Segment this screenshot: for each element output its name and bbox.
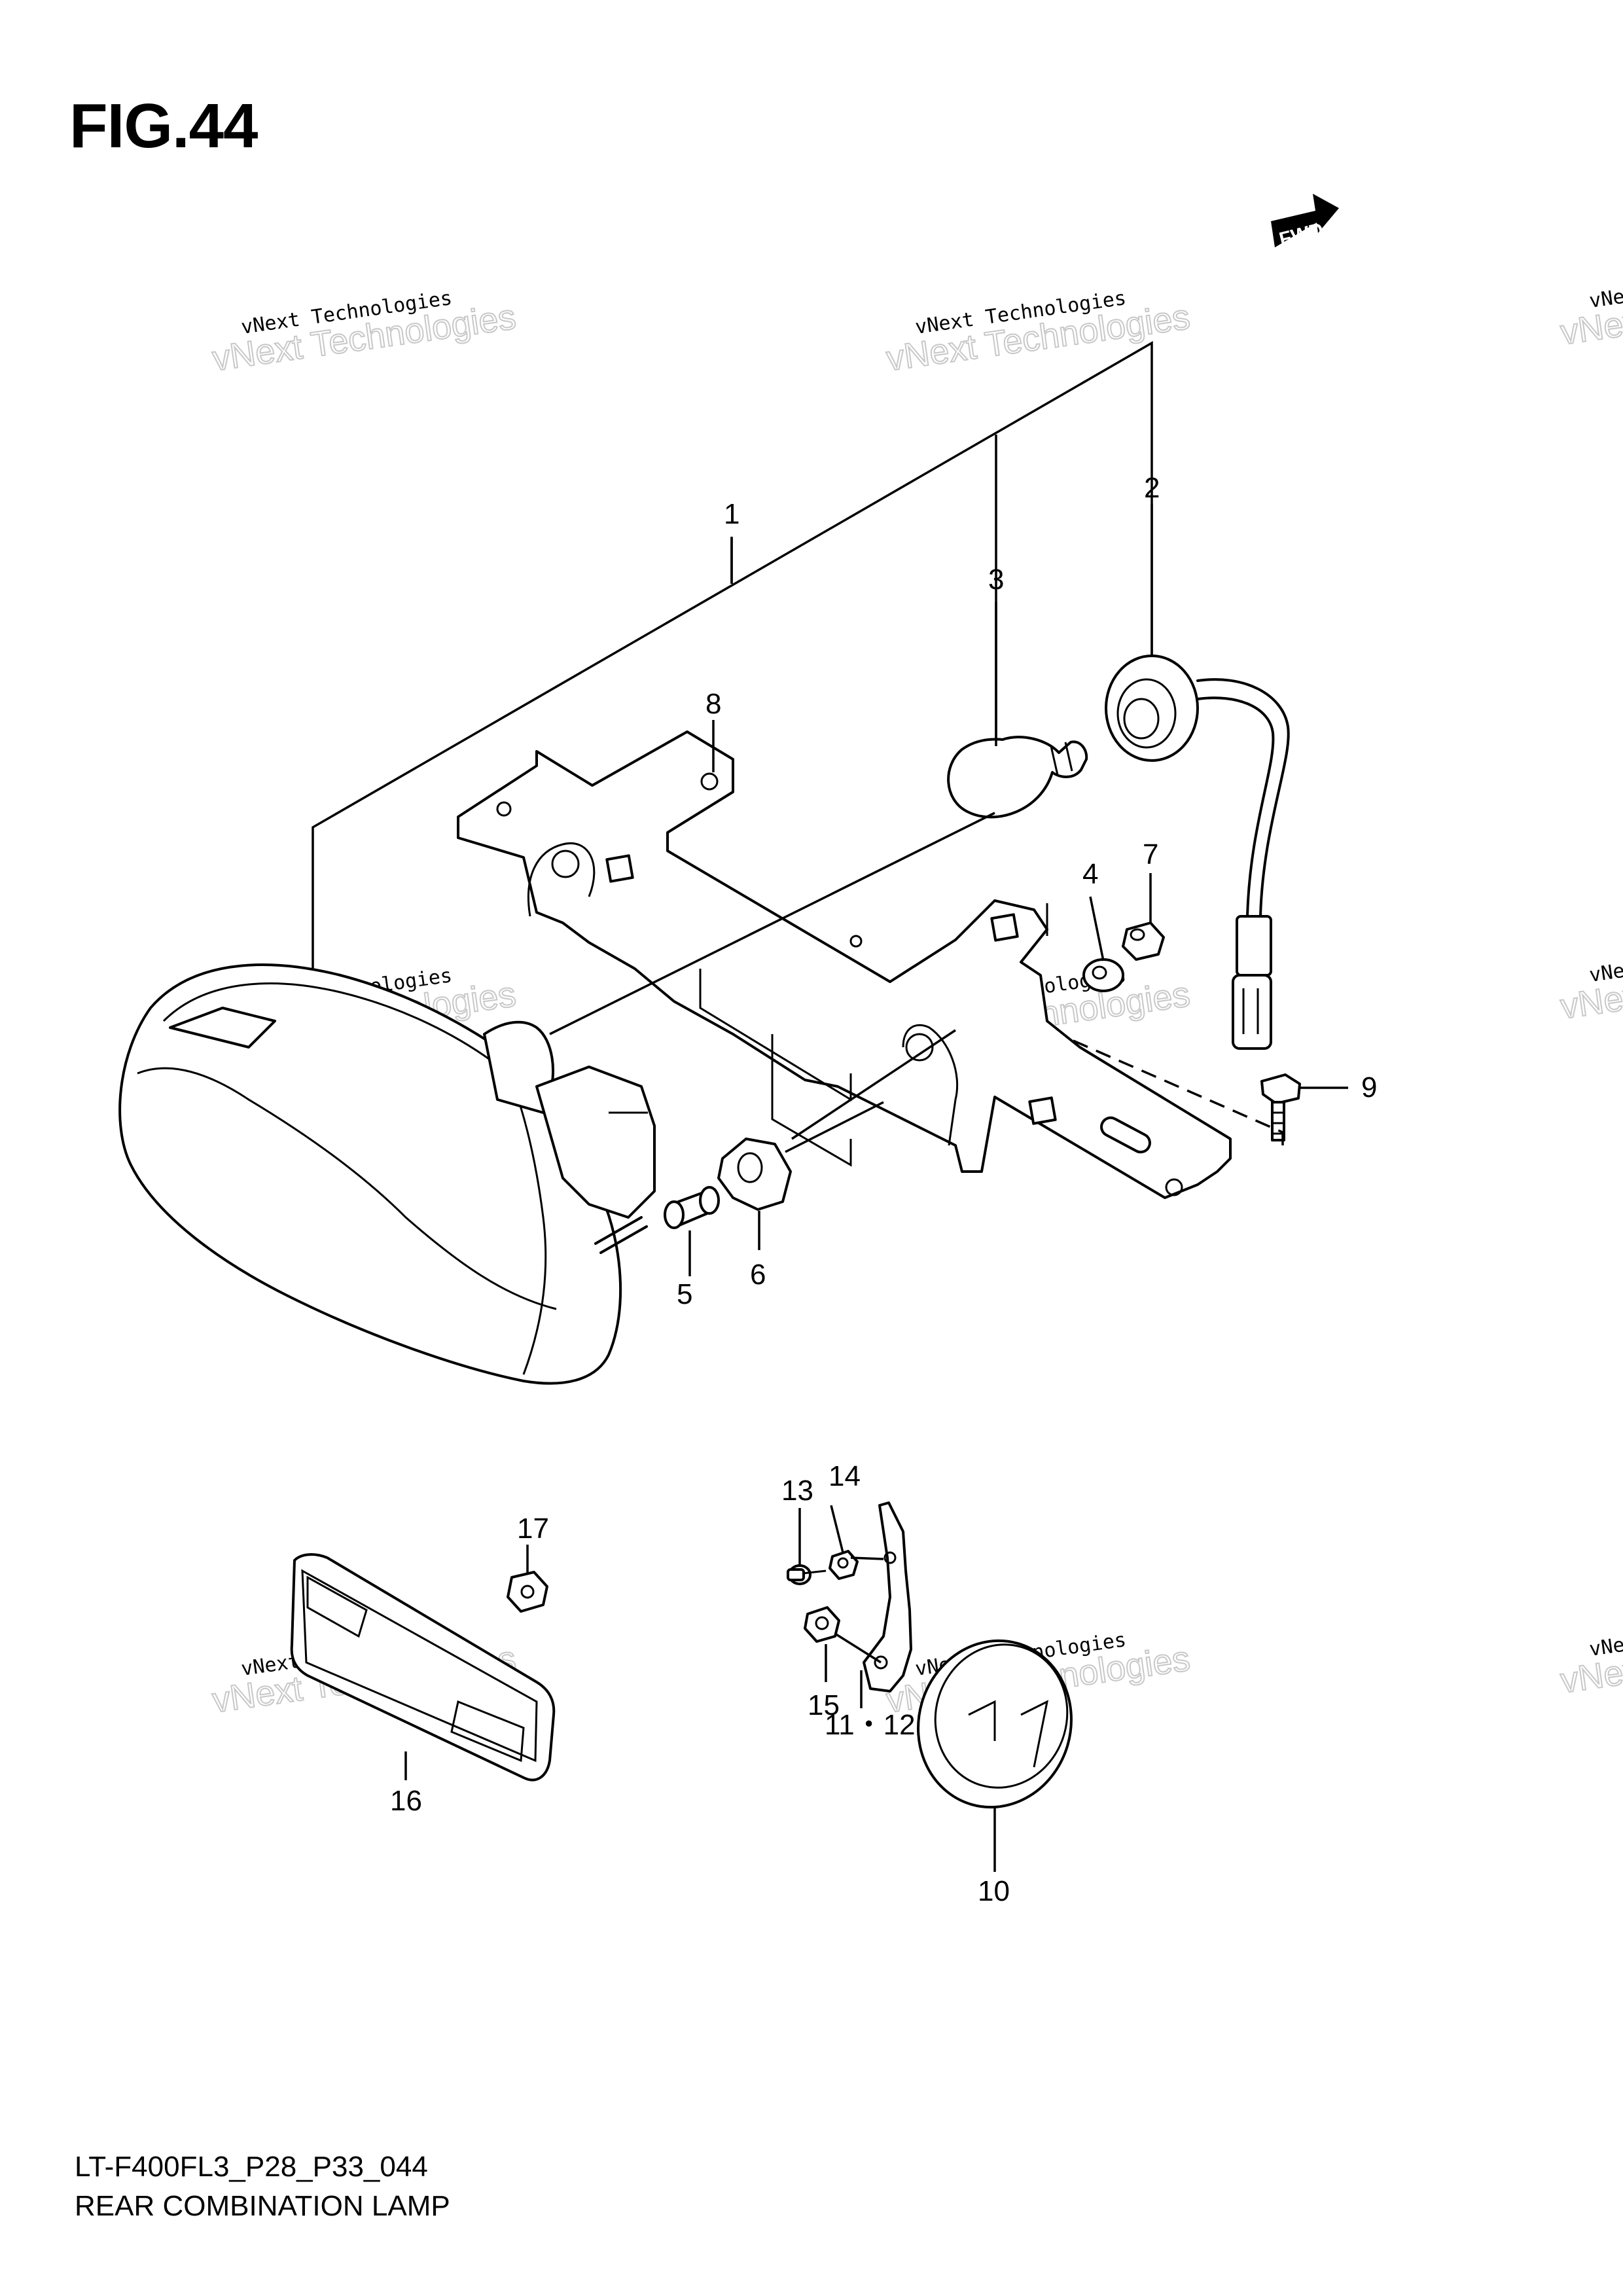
callout-1: 1 bbox=[724, 498, 740, 530]
diagram-name: REAR COMBINATION LAMP bbox=[75, 2190, 450, 2222]
callout-15: 15 bbox=[808, 1689, 840, 1721]
callout-13: 13 bbox=[781, 1475, 813, 1507]
leader-lines bbox=[404, 504, 1348, 1872]
rectangular-reflector bbox=[290, 1553, 556, 1782]
rear-combination-lamp bbox=[118, 963, 656, 1385]
callout-11-12: 11・12 bbox=[825, 1709, 916, 1741]
callout-6: 6 bbox=[750, 1259, 766, 1291]
callout-17: 17 bbox=[517, 1513, 549, 1545]
nut bbox=[507, 1571, 548, 1613]
assembly-bracket bbox=[312, 340, 1153, 969]
watermark: vNext Technologies vNext Technologies bbox=[209, 287, 519, 379]
fwd-arrow-icon: FWD bbox=[1271, 194, 1339, 251]
svg-text:vNext Technologies: vNext Technologies bbox=[1558, 945, 1623, 1026]
nut bbox=[829, 1550, 859, 1580]
callout-2: 2 bbox=[1144, 472, 1160, 504]
callout-3: 3 bbox=[988, 564, 1004, 596]
diagram-code: LT-F400FL3_P28_P33_044 bbox=[75, 2151, 428, 2183]
callout-8: 8 bbox=[705, 688, 721, 720]
callout-4: 4 bbox=[1082, 858, 1098, 890]
nut bbox=[804, 1606, 840, 1643]
callout-5: 5 bbox=[677, 1278, 692, 1310]
round-reflector bbox=[917, 1639, 1073, 1809]
watermark: vNext Technologies vNext Technologies bbox=[1558, 1609, 1623, 1701]
screw bbox=[787, 1564, 827, 1585]
reflector-bracket bbox=[863, 1501, 912, 1693]
grommet bbox=[717, 1138, 792, 1211]
callout-14: 14 bbox=[829, 1460, 861, 1492]
watermark: vNext Technologies vNext Technologies bbox=[883, 287, 1193, 379]
bulb bbox=[947, 736, 1088, 819]
bulb-socket-harness bbox=[1105, 655, 1290, 1050]
svg-text:vNext Technologies: vNext Technologies bbox=[1558, 1619, 1623, 1700]
callout-16: 16 bbox=[390, 1785, 422, 1817]
collar bbox=[664, 1186, 720, 1229]
svg-text:vNext Technologies: vNext Technologies bbox=[1558, 271, 1623, 352]
callout-10: 10 bbox=[978, 1875, 1010, 1907]
bolt bbox=[1260, 1073, 1301, 1141]
washer bbox=[1082, 958, 1124, 992]
callout-9: 9 bbox=[1361, 1071, 1377, 1103]
callout-labels: 1 2 3 8 4 7 9 5 6 13 14 17 15 11・12 16 1… bbox=[390, 472, 1377, 1907]
nut bbox=[1122, 922, 1165, 961]
watermark: vNext Technologies vNext Technologies bbox=[1558, 260, 1623, 353]
callout-7: 7 bbox=[1143, 838, 1158, 870]
mounting-bracket bbox=[457, 730, 1232, 1199]
figure-title: FIG.44 bbox=[69, 91, 258, 161]
watermark: vNext Technologies vNext Technologies bbox=[1558, 935, 1623, 1027]
